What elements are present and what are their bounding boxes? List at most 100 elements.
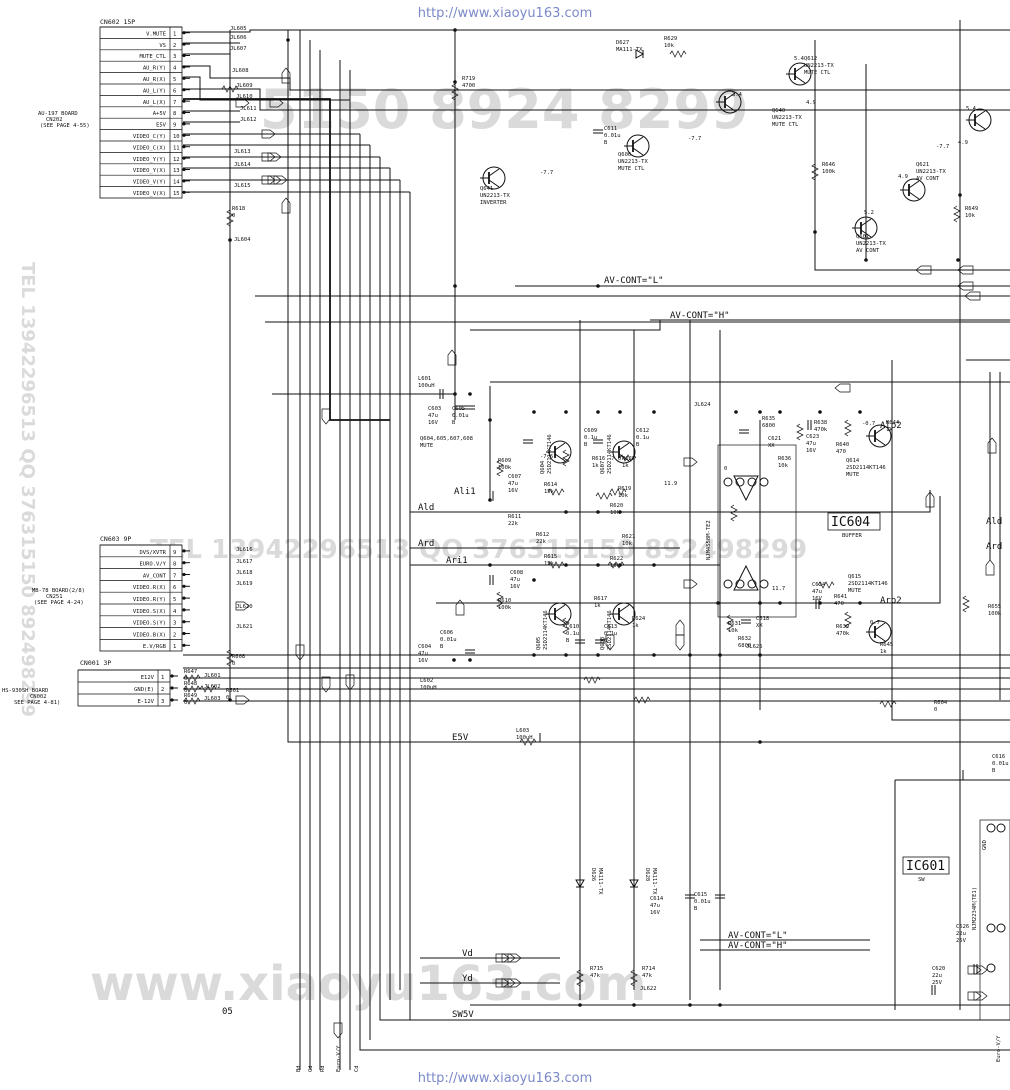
cn602-pin-name: AU_R(X) xyxy=(143,77,166,83)
cn001-pin-num: 2 xyxy=(161,687,164,693)
jumper-label: JL614 xyxy=(234,162,251,168)
resistor[interactable] xyxy=(730,504,738,522)
net-e5v: E5V xyxy=(452,733,469,743)
resistor[interactable] xyxy=(953,205,961,223)
resistor[interactable] xyxy=(562,449,570,467)
cn603-pin-name: VIDEO.R(X) xyxy=(133,585,166,591)
resistor[interactable] xyxy=(226,209,234,227)
component-label: UN2213-TX xyxy=(916,169,946,175)
resistor[interactable] xyxy=(496,459,504,477)
resistor[interactable] xyxy=(183,674,201,682)
component-label: 10k xyxy=(622,541,633,547)
cn602-pin-name: VIDEO_V(X) xyxy=(133,191,166,197)
bus-wiring xyxy=(183,20,1010,1070)
diode[interactable] xyxy=(635,49,645,59)
signal-arrow xyxy=(267,152,282,162)
jumper-label: JL604 xyxy=(234,237,251,243)
voltage-label: 4.9 xyxy=(898,174,908,180)
resistor[interactable] xyxy=(562,617,570,635)
component-label: 0.1u xyxy=(604,631,617,637)
resistor[interactable] xyxy=(811,163,819,181)
resistor[interactable] xyxy=(547,561,565,569)
component-label: Q604 xyxy=(540,460,546,474)
cn001-connector[interactable] xyxy=(77,669,171,707)
component-label: C606 xyxy=(440,630,453,636)
component-label: 2SD2114KT146 xyxy=(607,610,613,650)
ic604-block[interactable]: NJM4558M-TE2 xyxy=(706,444,797,618)
cn602-pin-name: VIDEO_Y(X) xyxy=(133,168,166,174)
component-label: Q641 xyxy=(480,186,493,192)
resistor[interactable] xyxy=(609,488,627,496)
resistor[interactable] xyxy=(595,492,613,500)
component-label: R632 xyxy=(738,636,751,642)
resistor[interactable] xyxy=(879,700,897,708)
component-label: XX xyxy=(768,443,775,449)
resistor[interactable] xyxy=(726,614,734,632)
component-label: C621 xyxy=(768,436,781,442)
resistor[interactable] xyxy=(576,969,584,987)
resistor[interactable] xyxy=(519,738,537,746)
cn602-pin-name: VIDEO_C(Y) xyxy=(133,134,166,140)
cn603-pin-name: E.V/RGB xyxy=(143,644,167,650)
jumper-label: JL602 xyxy=(204,684,221,690)
component-label: R601 xyxy=(226,688,239,694)
component-label: R614 xyxy=(544,482,558,488)
resistor[interactable] xyxy=(962,595,970,613)
resistor[interactable] xyxy=(199,685,217,693)
cn603-pin-name: VIDEO.R(Y) xyxy=(133,597,166,603)
resistor[interactable] xyxy=(226,649,234,667)
component-label: L601 xyxy=(418,376,431,382)
resistor[interactable] xyxy=(583,676,601,684)
jumper-label: JL620 xyxy=(236,604,253,610)
resistor[interactable] xyxy=(844,611,852,629)
signal-arrow xyxy=(973,991,988,1001)
component-label: Q614 xyxy=(846,458,860,464)
component-label: L603 xyxy=(516,728,529,734)
component-label: 100uH xyxy=(420,685,437,691)
resistor[interactable] xyxy=(796,423,804,441)
cn602-connector[interactable] xyxy=(99,26,183,199)
resistor[interactable] xyxy=(221,85,239,93)
resistor[interactable] xyxy=(451,83,459,101)
net-yd: Yd xyxy=(462,974,473,984)
watermark-bottom[interactable]: http://www.xiaoyu163.com xyxy=(417,1071,593,1086)
net-ard: Ard xyxy=(418,539,434,549)
resistor[interactable] xyxy=(183,685,201,693)
component-label: Q621 xyxy=(916,162,929,168)
component-label: UN2213-TX xyxy=(480,193,510,199)
cn603-pin-num: 9 xyxy=(173,550,176,556)
component-label: 15k xyxy=(544,561,555,567)
cn603-pin-num: 3 xyxy=(173,621,176,627)
component-label: R640 xyxy=(836,442,849,448)
resistor[interactable] xyxy=(669,50,687,58)
resistor[interactable] xyxy=(183,697,201,705)
component-label: MA111-TX xyxy=(651,868,657,895)
cn602-pin-num: 8 xyxy=(173,111,176,117)
cn603-pin-name: AV_CONT xyxy=(143,573,167,579)
resistor[interactable] xyxy=(817,581,835,589)
diode[interactable] xyxy=(629,879,639,889)
component-label: 10k xyxy=(778,463,789,469)
cn602-board-line3: (SEE PAGE 4-55) xyxy=(40,123,90,129)
resistor[interactable] xyxy=(496,591,504,609)
resistor[interactable] xyxy=(633,696,651,704)
voltage-label: 4.9 xyxy=(806,100,816,106)
watermark-top[interactable]: http://www.xiaoyu163.com xyxy=(417,6,593,21)
resistor[interactable] xyxy=(630,969,638,987)
resistor[interactable] xyxy=(619,454,637,462)
cn603-connector[interactable] xyxy=(99,544,183,652)
voltage-label: -0.7 xyxy=(862,421,875,427)
component-label: C624 xyxy=(812,582,826,588)
component-label: 0.1u xyxy=(636,435,649,441)
resistor[interactable] xyxy=(607,561,625,569)
resistor[interactable] xyxy=(844,419,852,437)
ic601-block[interactable]: NJM2234M(TE1) GND xyxy=(972,819,1010,1021)
resistor[interactable] xyxy=(547,488,565,496)
jumper-label: JL621 xyxy=(236,624,253,630)
component-label: Q607 xyxy=(600,461,606,474)
signal-arrow xyxy=(235,695,250,705)
component-label: L602 xyxy=(420,678,433,684)
component-label: B xyxy=(992,768,996,774)
diode[interactable] xyxy=(575,879,585,889)
